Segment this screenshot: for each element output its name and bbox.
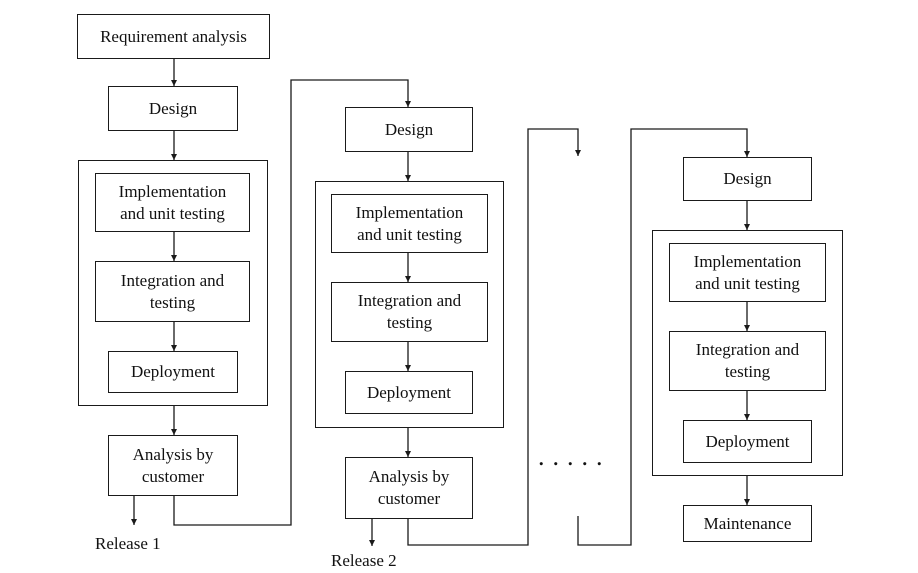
deployment-box-2: Deployment — [345, 371, 473, 414]
requirement-analysis-box: Requirement analysis — [77, 14, 270, 59]
implementation-box-n: Implementation and unit testing — [669, 243, 826, 302]
maintenance-box: Maintenance — [683, 505, 812, 542]
integration-box-n: Integration and testing — [669, 331, 826, 391]
deployment-box-n: Deployment — [683, 420, 812, 463]
integration-box-1: Integration and testing — [95, 261, 250, 322]
analysis-box-1: Analysis by customer — [108, 435, 238, 496]
implementation-box-1: Implementation and unit testing — [95, 173, 250, 232]
deployment-box-1: Deployment — [108, 351, 238, 393]
build-group-2 — [315, 181, 504, 428]
build-group-n — [652, 230, 843, 476]
loop-to-ellipsis — [407, 128, 581, 546]
design-box-2: Design — [345, 107, 473, 152]
implementation-box-2: Implementation and unit testing — [331, 194, 488, 253]
release-2-label: Release 2 — [331, 551, 397, 570]
build-group-1 — [78, 160, 268, 406]
analysis-box-2: Analysis by customer — [345, 457, 473, 519]
loop-to-stage-2 — [173, 79, 411, 526]
integration-box-2: Integration and testing — [331, 282, 488, 342]
release-1-label: Release 1 — [95, 534, 161, 553]
design-box-1: Design — [108, 86, 238, 131]
ellipsis: ..... — [538, 442, 611, 471]
loop-to-stage-n — [577, 128, 750, 546]
design-box-n: Design — [683, 157, 812, 201]
